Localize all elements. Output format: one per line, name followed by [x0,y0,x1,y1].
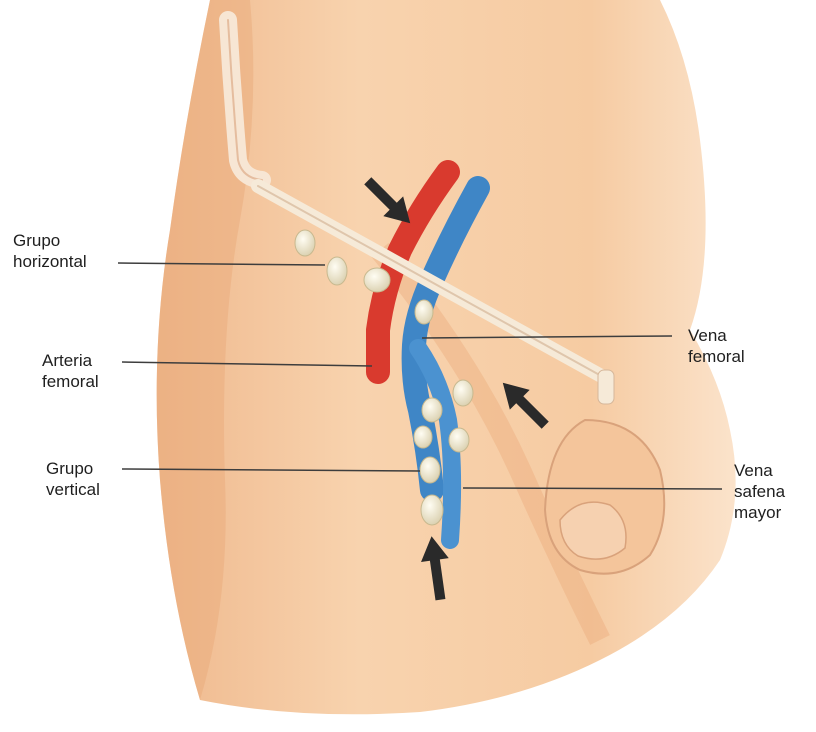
label-grupo-horizontal: Grupo horizontal [13,230,87,272]
lymph-node [364,268,390,292]
label-line: Vena [688,325,745,346]
label-vena-femoral: Vena femoral [688,325,745,367]
label-line: Grupo [46,458,100,479]
pubic-tubercle [598,370,614,404]
lymph-node [420,457,440,483]
label-line: safena [734,481,785,502]
label-line: vertical [46,479,100,500]
label-line: Arteria [42,350,99,371]
label-line: mayor [734,502,785,523]
lymph-node [414,426,432,448]
lymph-node [422,398,442,422]
label-line: horizontal [13,251,87,272]
label-grupo-vertical: Grupo vertical [46,458,100,500]
label-vena-safena-mayor: Vena safena mayor [734,460,785,523]
label-line: Grupo [13,230,87,251]
label-line: femoral [42,371,99,392]
lymph-node [449,428,469,452]
leader-vena-safena-mayor [463,488,722,489]
label-line: Vena [734,460,785,481]
lymph-node [327,257,347,285]
lymph-node [295,230,315,256]
lymph-node [421,495,443,525]
lymph-node [453,380,473,406]
label-arteria-femoral: Arteria femoral [42,350,99,392]
lymph-node [415,300,433,324]
label-line: femoral [688,346,745,367]
